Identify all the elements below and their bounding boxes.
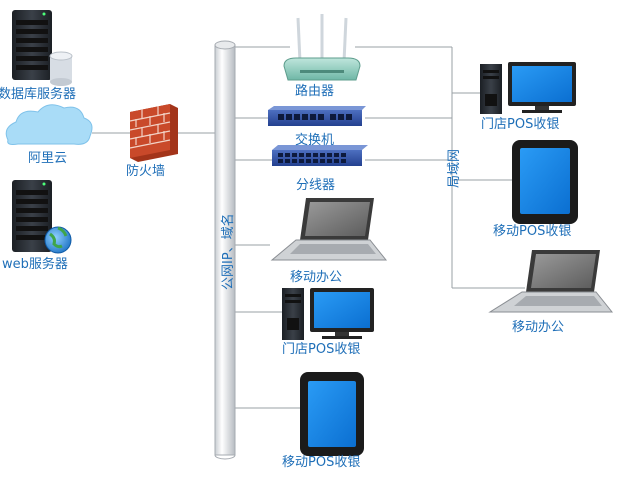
brick-wall-icon: [129, 104, 178, 162]
hub-icon: [272, 145, 368, 166]
firewall-label: 防火墙: [126, 164, 166, 179]
switch-label: 交换机: [295, 133, 335, 148]
cloud-icon: [5, 104, 93, 145]
store-pos-center-label: 门店POS收银: [282, 342, 361, 357]
laptop-right-label: 移动办公: [512, 320, 565, 335]
web-server-label: web服务器: [2, 257, 68, 272]
web-server-icon: [12, 180, 52, 252]
globe-icon: [44, 226, 72, 254]
laptop-icon: [270, 198, 388, 261]
tablet-icon: [512, 140, 578, 224]
tablet-center-label: 移动POS收银: [282, 455, 361, 470]
backbone-pipe: [214, 40, 236, 460]
lan-label: 局域网: [447, 148, 462, 188]
hub-label: 分线器: [296, 178, 336, 193]
router-icon: [283, 14, 361, 81]
tablet-icon: [300, 372, 364, 456]
switch-icon: [268, 106, 366, 126]
laptop-icon: [488, 250, 614, 313]
desktop-pc-icon: [480, 62, 576, 114]
desktop-pc-icon: [282, 288, 374, 340]
store-pos-right-label: 门店POS收银: [481, 117, 560, 132]
db-server-label: 数据库服务器: [0, 87, 77, 102]
database-icon: [49, 51, 73, 86]
backbone-label: 公网IP、域名: [221, 213, 236, 290]
laptop-center-label: 移动办公: [290, 270, 343, 285]
connection-lines: [92, 46, 525, 409]
database-server-icon: [12, 10, 52, 80]
tablet-right-label: 移动POS收银: [493, 224, 572, 239]
aliyun-label: 阿里云: [28, 151, 68, 166]
router-label: 路由器: [295, 84, 335, 99]
